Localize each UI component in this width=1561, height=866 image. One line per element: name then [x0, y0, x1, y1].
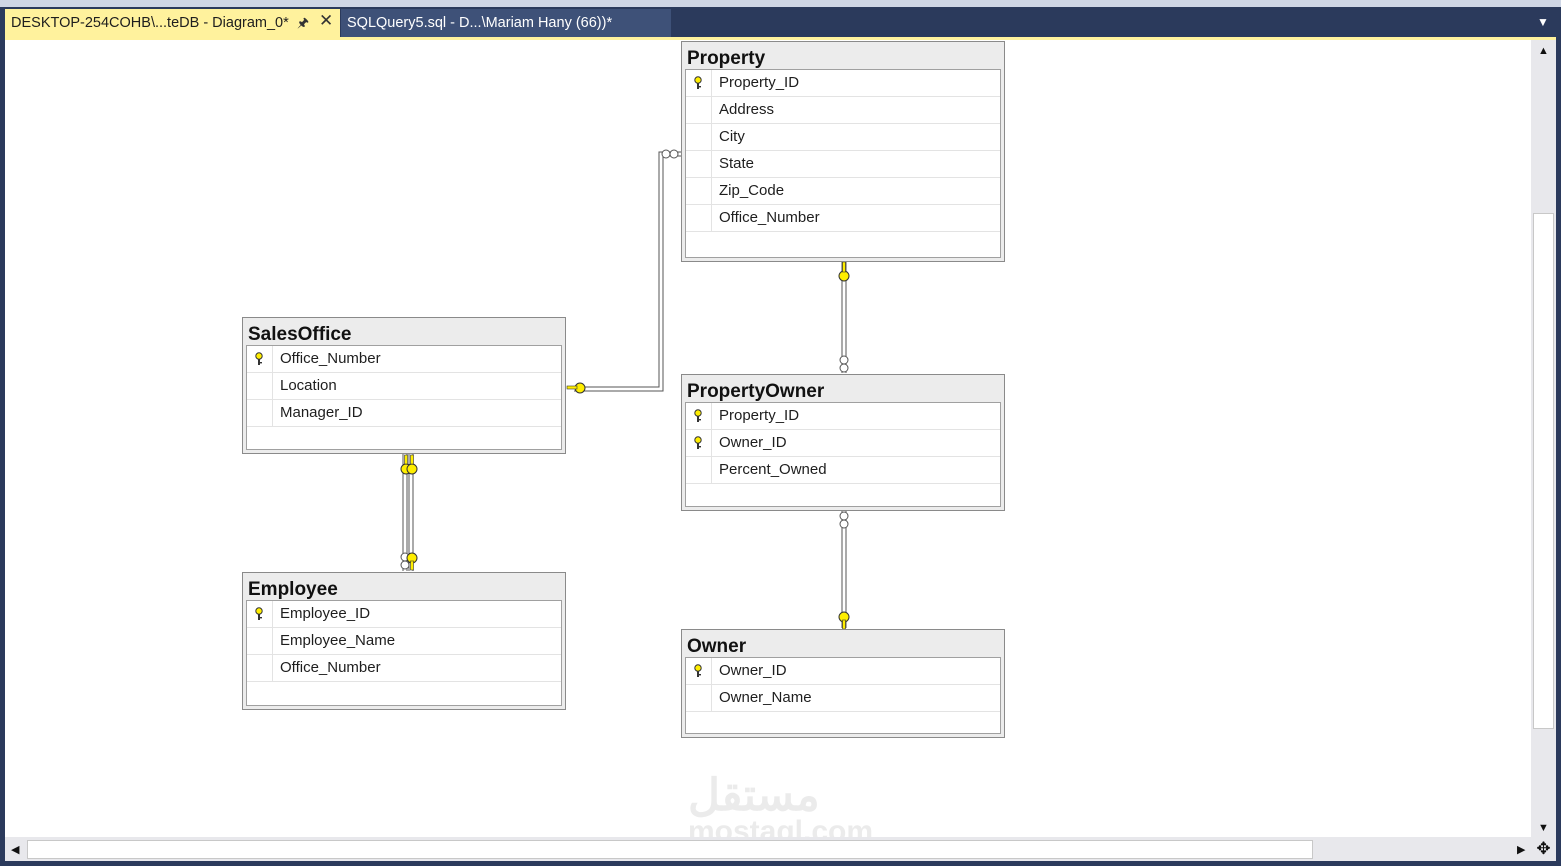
tab-sqlquery[interactable]: SQLQuery5.sql - D...\Mariam Hany (66))*: [341, 9, 671, 37]
key-endpoint-employee: [406, 552, 418, 571]
table-salesoffice[interactable]: SalesOffice Office_Number Location Manag…: [242, 317, 566, 454]
column-grid: Property_ID Address City State Zip_Code …: [685, 69, 1001, 258]
table-owner[interactable]: Owner Owner_ID Owner_Name: [681, 629, 1005, 738]
column-name: Employee_Name: [280, 632, 396, 649]
window-bottom-strip: [0, 861, 1561, 866]
primary-key-icon: [694, 76, 702, 89]
table-title: SalesOffice: [248, 324, 352, 345]
column-row[interactable]: Owner_ID: [686, 658, 1000, 685]
tab-diagram[interactable]: DESKTOP-254COHB\...teDB - Diagram_0* 🖈︎ …: [5, 9, 340, 37]
column-row[interactable]: Address: [686, 97, 1000, 124]
column-name: Percent_Owned: [719, 461, 827, 478]
column-name: Employee_ID: [280, 605, 371, 622]
active-tab-underline: [5, 37, 1556, 40]
column-row[interactable]: Employee_Name: [247, 628, 561, 655]
relationship-propertyowner-owner: [839, 511, 849, 628]
scroll-left-icon[interactable]: ◀: [11, 844, 20, 856]
scroll-down-icon[interactable]: ▼: [1538, 822, 1549, 834]
column-name: Property_ID: [719, 74, 800, 91]
column-name: Owner_ID: [719, 662, 787, 679]
column-name: Manager_ID: [280, 404, 363, 421]
column-row[interactable]: Owner_Name: [686, 685, 1000, 712]
key-endpoint-salesoffice: [566, 382, 586, 394]
scroll-right-icon[interactable]: ▶: [1517, 844, 1526, 856]
table-title: Property: [687, 48, 766, 69]
key-endpoint-property: [838, 261, 850, 282]
table-property[interactable]: Property Property_ID Address City State …: [681, 41, 1005, 262]
column-name: Zip_Code: [719, 182, 785, 199]
relationship-lines: [400, 149, 850, 630]
column-row[interactable]: Employee_ID: [247, 601, 561, 628]
key-endpoint-salesoffice-bottom: [400, 454, 418, 475]
table-title: Employee: [248, 579, 338, 600]
column-name: Address: [719, 101, 775, 118]
column-row[interactable]: Office_Number: [686, 205, 1000, 232]
column-row[interactable]: Property_ID: [686, 70, 1000, 97]
column-name: City: [719, 128, 745, 145]
column-name: Location: [280, 377, 337, 394]
column-row[interactable]: City: [686, 124, 1000, 151]
column-name: Office_Number: [280, 659, 381, 676]
column-grid: Property_ID Owner_ID Percent_Owned: [685, 402, 1001, 507]
pan-move-icon[interactable]: ✥: [1531, 837, 1556, 861]
column-name: Office_Number: [719, 209, 820, 226]
tab-diagram-label: DESKTOP-254COHB\...teDB - Diagram_0*: [11, 15, 289, 31]
watermark-arabic: مستقل: [688, 771, 820, 820]
column-name: State: [719, 155, 755, 172]
vertical-scroll-thumb[interactable]: [1533, 213, 1554, 729]
column-name: Owner_Name: [719, 689, 812, 706]
scroll-up-icon[interactable]: ▲: [1538, 45, 1549, 57]
column-grid: Office_Number Location Manager_ID: [246, 345, 562, 450]
table-propertyowner[interactable]: PropertyOwner Property_ID Owner_ID Perce…: [681, 374, 1005, 511]
primary-key-icon: [255, 607, 263, 620]
table-title: PropertyOwner: [687, 381, 825, 402]
pin-icon[interactable]: 🖈︎: [297, 15, 310, 30]
key-endpoint-owner: [838, 611, 850, 630]
column-row[interactable]: Location: [247, 373, 561, 400]
window-top-strip: [0, 0, 1561, 7]
table-title: Owner: [687, 636, 747, 657]
column-name: Owner_ID: [719, 434, 787, 451]
column-name: Property_ID: [719, 407, 800, 424]
primary-key-icon: [694, 436, 702, 449]
column-row[interactable]: Percent_Owned: [686, 457, 1000, 484]
table-employee[interactable]: Employee Employee_ID Employee_Name Offic…: [242, 572, 566, 710]
column-row[interactable]: Manager_ID: [247, 400, 561, 427]
column-grid: Employee_ID Employee_Name Office_Number: [246, 600, 562, 706]
column-grid: Owner_ID Owner_Name: [685, 657, 1001, 734]
column-row[interactable]: Property_ID: [686, 403, 1000, 430]
close-icon[interactable]: ✕: [319, 11, 334, 30]
primary-key-icon: [255, 352, 263, 365]
chevron-down-icon[interactable]: ▼: [1537, 15, 1549, 29]
column-row[interactable]: Owner_ID: [686, 430, 1000, 457]
column-row[interactable]: Office_Number: [247, 655, 561, 682]
column-row[interactable]: Office_Number: [247, 346, 561, 373]
primary-key-icon: [694, 664, 702, 677]
column-row[interactable]: Zip_Code: [686, 178, 1000, 205]
horizontal-scroll-thumb[interactable]: [27, 840, 1313, 859]
relationship-property-salesoffice: [574, 149, 681, 392]
column-name: Office_Number: [280, 350, 381, 367]
column-row[interactable]: State: [686, 151, 1000, 178]
diagram-canvas[interactable]: Property Property_ID Address City State …: [5, 40, 1531, 837]
primary-key-icon: [694, 409, 702, 422]
tab-sqlquery-label: SQLQuery5.sql - D...\Mariam Hany (66))*: [347, 15, 613, 31]
